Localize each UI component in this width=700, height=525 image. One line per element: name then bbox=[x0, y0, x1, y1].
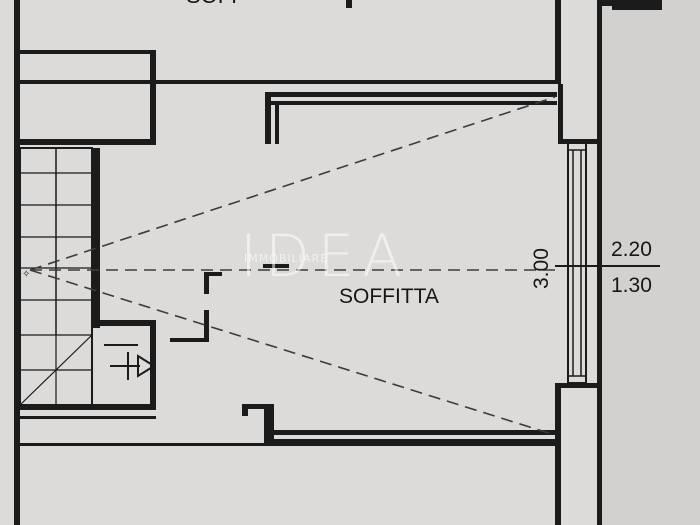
top-room-label-fragment: SOFF bbox=[186, 0, 245, 8]
pillar-upper-left bbox=[558, 84, 563, 144]
origin-mark: ✧ bbox=[22, 269, 30, 280]
pillar-lower-left bbox=[555, 383, 561, 525]
landing-right-wall bbox=[150, 320, 156, 408]
room-label: SOFFITTA bbox=[339, 285, 439, 308]
lower-room-divider bbox=[20, 443, 560, 446]
watermark-brand: IDEA bbox=[240, 222, 410, 290]
box-right-wall bbox=[150, 50, 156, 145]
pillar-lower-top bbox=[558, 383, 600, 388]
upper-room-right-wall bbox=[555, 0, 561, 84]
height-top-label: 2.20 bbox=[611, 238, 652, 261]
top-right-corner-block bbox=[612, 0, 662, 10]
top-wall-stub bbox=[346, 0, 352, 8]
soffitta-top-partition bbox=[265, 92, 557, 144]
exterior-wall-line bbox=[597, 0, 602, 525]
watermark-sub: IMMOBILIARE bbox=[244, 252, 328, 265]
soffitta-bottom-partition bbox=[242, 404, 558, 443]
stair-arrow bbox=[104, 344, 156, 380]
upper-room-bottom-wall bbox=[20, 80, 560, 84]
pillar-upper-bottom bbox=[558, 139, 600, 144]
left-outer-wall bbox=[14, 0, 20, 525]
ridge-marker bbox=[263, 264, 289, 268]
landing-top-wall bbox=[92, 320, 154, 326]
landing-bottom-wall bbox=[20, 404, 156, 410]
exterior-area bbox=[600, 0, 700, 525]
stair-divider-wall bbox=[92, 148, 100, 328]
door-jamb-marks bbox=[170, 272, 222, 342]
lower-room-top-wall bbox=[20, 416, 156, 419]
watermark: IDEA IMMOBILIARE bbox=[240, 222, 410, 290]
slope-lines bbox=[29, 96, 556, 436]
height-bottom-label: 1.30 bbox=[611, 274, 652, 297]
box-top-wall bbox=[20, 50, 150, 54]
box-bottom-wall bbox=[20, 139, 156, 145]
ridge-height-label: 3.00 bbox=[530, 248, 553, 289]
